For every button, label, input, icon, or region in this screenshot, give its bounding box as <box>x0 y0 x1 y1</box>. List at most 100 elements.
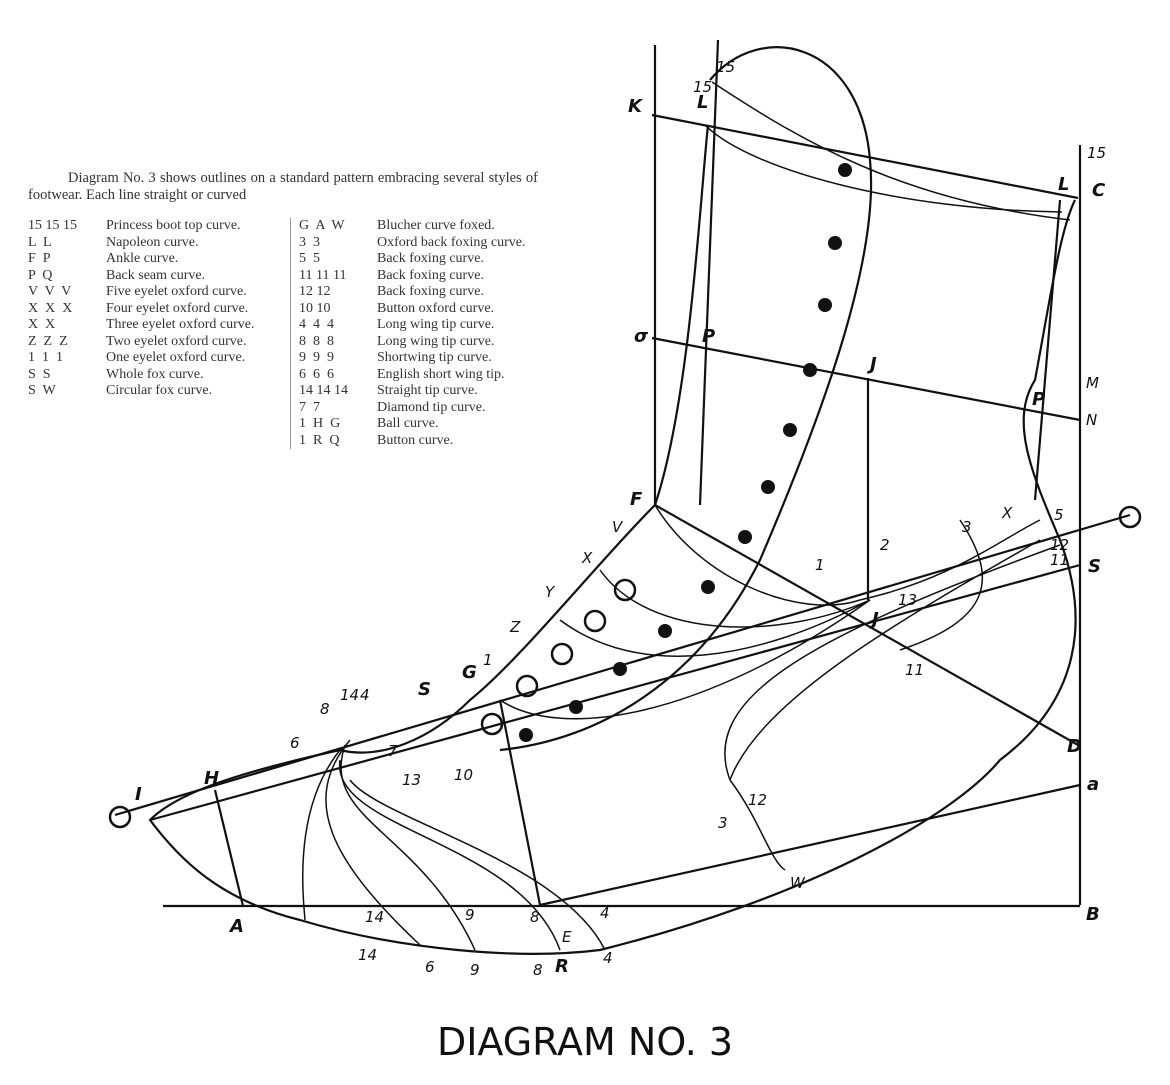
point-label: 4 <box>603 949 613 967</box>
legend-codes: L L <box>28 234 52 250</box>
legend-codes: P Q <box>28 267 53 283</box>
eyelet-dot <box>569 700 583 714</box>
legend-codes: 1 R Q <box>299 432 340 448</box>
point-label: 13 <box>402 771 421 789</box>
point-label: 12 <box>748 791 767 809</box>
legend-description: Five eyelet oxford curve. <box>106 284 247 299</box>
point-label: 5 <box>1054 506 1064 524</box>
legend-description: Long wing tip curve. <box>377 333 495 349</box>
legend-description: Four eyelet oxford curve. <box>106 300 249 316</box>
point-label: B <box>1086 904 1100 925</box>
legend-description: Back seam curve. <box>106 267 206 283</box>
legend-description: Back foxing curve. <box>377 267 484 283</box>
point-label: W <box>790 874 806 892</box>
point-label: E <box>562 928 572 946</box>
button-circle <box>613 578 637 602</box>
legend-row: 1 H G Ball curve. <box>299 416 549 433</box>
point-label: 4 <box>360 686 370 704</box>
point-label: 14 <box>340 686 359 704</box>
point-label: D <box>1067 736 1082 757</box>
point-label: 14 <box>358 946 377 964</box>
intro-text: Diagram No. 3 shows outlines on a standa… <box>28 170 538 203</box>
point-label: 8 <box>533 961 543 979</box>
legend-codes: 1 H G <box>299 416 341 431</box>
point-label: X <box>1001 504 1013 522</box>
button-circle <box>108 805 132 829</box>
legend-description: Back foxing curve. <box>377 251 484 266</box>
point-label: 15 <box>693 78 712 96</box>
legend-description: Straight tip curve. <box>377 383 478 398</box>
point-label: 8 <box>320 700 330 718</box>
legend-description: Button curve. <box>377 432 454 448</box>
legend-description: Whole fox curve. <box>106 366 204 382</box>
point-label: M <box>1086 374 1099 392</box>
point-label: 2 <box>880 536 890 554</box>
legend-row: S S Whole fox curve. <box>28 367 278 384</box>
legend-description: Button oxford curve. <box>377 300 495 316</box>
legend-description: Three eyelet oxford curve. <box>106 317 255 332</box>
legend-codes: 3 3 <box>299 234 320 250</box>
point-label: 3 <box>718 814 728 832</box>
point-label: S <box>1088 556 1101 577</box>
legend-row: 7 7 Diamond tip curve. <box>299 400 549 417</box>
point-label: 11 <box>905 661 924 679</box>
legend-description: Diamond tip curve. <box>377 399 486 415</box>
legend-codes: G A W <box>299 218 345 233</box>
point-label: 11 <box>1050 551 1069 569</box>
eyelets <box>108 163 1142 829</box>
button-circle <box>550 642 574 666</box>
point-label: C <box>1092 180 1106 201</box>
legend-codes: 15 15 15 <box>28 218 77 233</box>
point-label: L <box>697 92 708 113</box>
legend-codes: S S <box>28 366 51 382</box>
point-label: 1 <box>483 651 493 669</box>
legend-codes: X X <box>28 317 56 332</box>
eyelet-dot <box>828 236 842 250</box>
button-circle <box>1118 505 1142 529</box>
point-label: 6 <box>290 734 300 752</box>
point-label: J <box>867 354 877 375</box>
button-circle <box>515 674 539 698</box>
eyelet-dot <box>803 363 817 377</box>
eyelet-dot <box>738 530 752 544</box>
point-label: 4 <box>600 904 610 922</box>
legend-description: English short wing tip. <box>377 366 505 382</box>
legend-codes: 12 12 <box>299 284 331 299</box>
point-label: P <box>702 326 715 347</box>
eyelet-dot <box>761 480 775 494</box>
point-label: 8 <box>530 908 540 926</box>
point-label: Z <box>509 618 521 636</box>
legend-description: Two eyelet oxford curve. <box>106 333 247 349</box>
point-label: G <box>462 662 477 683</box>
point-label: 3 <box>962 518 972 536</box>
point-label: H <box>204 768 219 789</box>
legend-codes: X X X <box>28 300 73 316</box>
legend-codes: S W <box>28 383 56 398</box>
point-label: 6 <box>425 958 435 976</box>
point-label: N <box>1086 411 1097 429</box>
point-label: 15 <box>1087 144 1106 162</box>
legend-codes: 7 7 <box>299 399 320 415</box>
legend-description: Long wing tip curve. <box>377 317 495 332</box>
legend-description: One eyelet oxford curve. <box>106 350 246 365</box>
point-label: 14 <box>365 908 384 926</box>
legend-description: Ball curve. <box>377 416 439 431</box>
legend-codes: 4 4 4 <box>299 317 334 332</box>
eyelet-dot <box>818 298 832 312</box>
point-label: P <box>1032 389 1045 410</box>
legend-description: Ankle curve. <box>106 251 179 266</box>
legend-codes: 5 5 <box>299 251 320 266</box>
construction-lines <box>114 39 1131 908</box>
button-circle <box>480 712 504 736</box>
point-label: I <box>135 784 142 805</box>
point-label: 10 <box>454 766 473 784</box>
